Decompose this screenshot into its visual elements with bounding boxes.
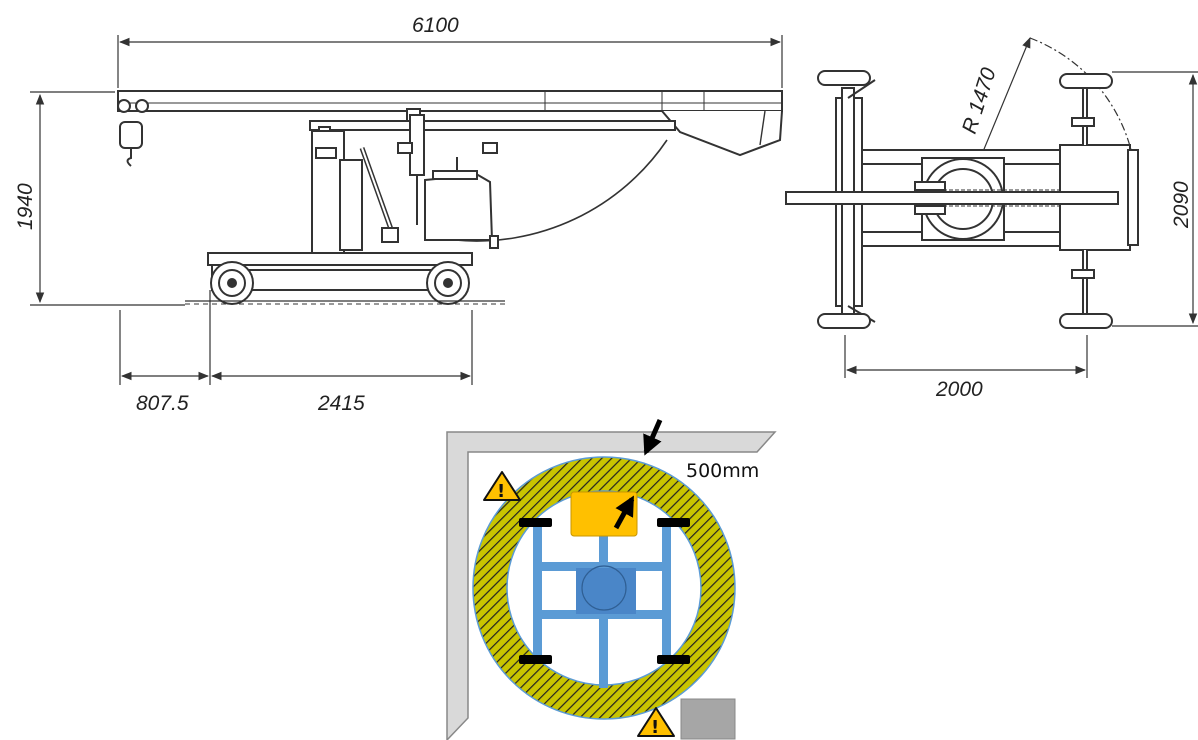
- top-view: [785, 37, 1139, 329]
- side-view: [117, 90, 783, 305]
- dim-label-2000: 2000: [935, 378, 983, 401]
- dim-label-1940: 1940: [14, 183, 37, 230]
- crane-frame-plan: [533, 523, 671, 688]
- boom-head-block: [570, 491, 638, 537]
- dim-label-807-5: 807.5: [136, 392, 189, 415]
- dim-label-2090: 2090: [1170, 181, 1193, 229]
- dim-label-radius: R 1470: [958, 65, 1001, 137]
- warning-triangle-icon: !: [637, 707, 675, 738]
- wheel-top-left: [817, 70, 871, 86]
- arrow-icon: [643, 418, 663, 456]
- wall-corner: [446, 431, 777, 740]
- safety-zone-diagram: ! !: [446, 418, 777, 740]
- wheel-top-right: [1059, 73, 1113, 89]
- warning-triangle-icon: !: [483, 471, 521, 502]
- dim-label-6100: 6100: [412, 14, 459, 37]
- svg-text:!: !: [651, 717, 659, 738]
- top-view-dimensions: [844, 71, 1198, 378]
- wheel-bottom-right: [1059, 313, 1113, 329]
- wheel-bottom-left: [817, 313, 871, 329]
- counterweight-housing: [397, 142, 499, 249]
- boom-arm: [309, 120, 676, 131]
- hook-block: [117, 99, 149, 167]
- svg-text:!: !: [497, 481, 505, 502]
- boom: [117, 90, 783, 157]
- side-view-dimensions: [30, 35, 783, 385]
- wheel-pads: [519, 518, 690, 664]
- wheel-front: [426, 261, 470, 305]
- arrow-icon: [613, 495, 635, 530]
- boom-top: [785, 191, 1119, 205]
- hydraulic-cylinder: [359, 114, 425, 243]
- obstacle-box: [680, 698, 736, 740]
- clearance-label: 500mm: [686, 460, 759, 482]
- dim-label-2415: 2415: [317, 392, 365, 415]
- wheel-rear: [210, 261, 254, 305]
- mast: [311, 130, 363, 254]
